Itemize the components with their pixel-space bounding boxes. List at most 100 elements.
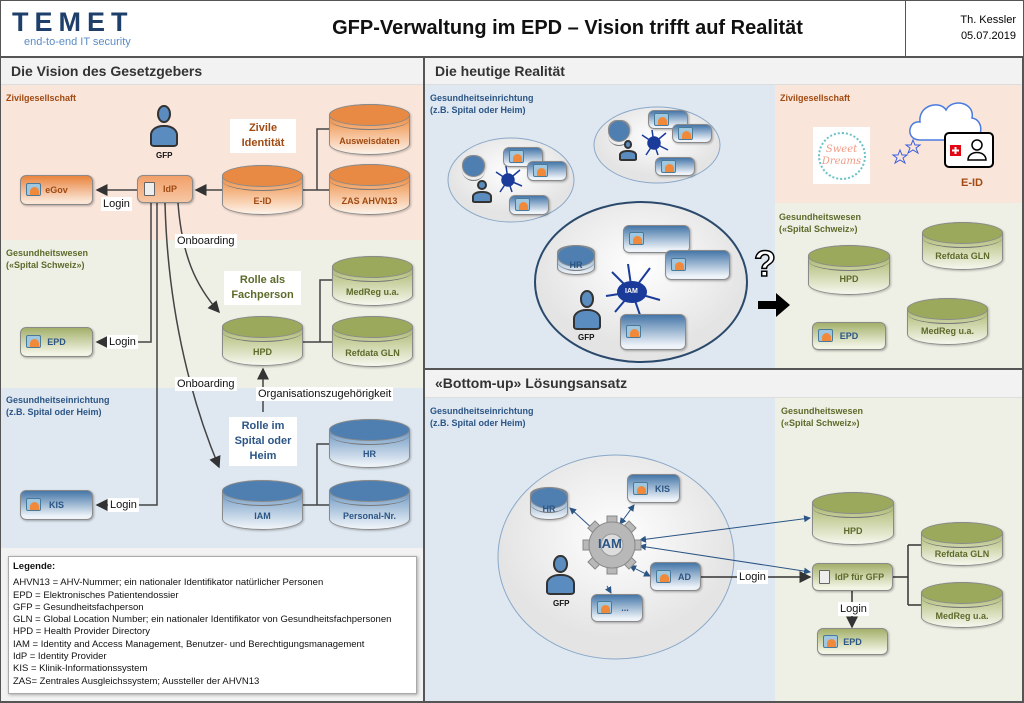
reality-civil-label: Zivilgesellschaft — [780, 93, 851, 103]
iam-gear-icon — [582, 515, 642, 575]
login-idp-epd — [95, 203, 152, 348]
kis-app: KIS — [20, 490, 93, 520]
hpd-database: HPD — [808, 245, 890, 295]
legend-item: ZAS= Zentrales Ausgleichssystem; Ausstel… — [13, 675, 260, 687]
egov-app: eGov — [20, 175, 93, 205]
logo-text: TEMET — [12, 7, 134, 37]
person-icon — [618, 140, 638, 161]
e-id-database: E-ID — [222, 165, 303, 215]
kis-app: KIS — [627, 474, 680, 503]
iam-idp-link — [639, 543, 811, 575]
legend-item: IdP = Identity Provider — [13, 651, 107, 663]
logo-tagline: end-to-end IT security — [24, 36, 131, 48]
kis-label: KIS — [48, 500, 64, 510]
other-app-label: ... — [621, 603, 629, 613]
app-database-box — [623, 225, 690, 253]
gfp-label: GFP — [553, 599, 570, 608]
sweet-dreams-image: Sweet Dreams — [813, 127, 870, 184]
e-id-label: E-ID — [961, 177, 983, 189]
login-label: Login — [107, 335, 138, 349]
e-id-card-icon — [944, 132, 994, 168]
login-idp-kis — [95, 203, 158, 511]
person-icon — [471, 180, 493, 203]
onboarding-label: Onboarding — [175, 234, 237, 248]
gfp-person-icon — [544, 555, 577, 595]
legend-item: IAM = Identity and Access Management, Be… — [13, 638, 365, 650]
refdata-database: Refdata GLN — [921, 522, 1003, 566]
legend-item: GLN = Global Location Number; ein nation… — [13, 614, 392, 626]
epd-label: EPD — [839, 331, 859, 341]
legend-item: HPD = Health Provider Directory — [13, 626, 151, 638]
org-membership-label: Organisationszugehörigkeit — [256, 387, 394, 401]
application-icon — [633, 481, 648, 495]
iam-gear-label: IAM — [598, 536, 622, 551]
temet-logo: TEMET end-to-end IT security — [12, 8, 182, 52]
application-icon — [26, 335, 41, 348]
legend-item: KIS = Klinik-Informationssystem — [13, 663, 148, 675]
black-arrow-icon — [758, 293, 790, 317]
eid-sources — [303, 128, 329, 191]
reality-panel — [424, 58, 1024, 370]
application-icon — [26, 183, 41, 196]
band-health-label: Gesundheitswesen («Spital Schweiz») — [6, 248, 89, 270]
bottomup-facility-label: Gesundheitseinrichtung (z.B. Spital oder… — [430, 406, 534, 428]
app-database-box — [620, 314, 686, 350]
kis-iam-link — [619, 504, 635, 525]
application-icon — [656, 569, 671, 583]
reality-facility-label: Gesundheitseinrichtung (z.B. Spital oder… — [430, 93, 534, 115]
epd-label: EPD — [843, 636, 862, 647]
sweet-dreams-text: Sweet Dreams — [817, 131, 866, 180]
vision-title: Die Vision des Gesetzgebers — [1, 58, 423, 85]
reality-health-label: Gesundheitswesen («Spital Schweiz») — [779, 212, 862, 234]
rolle-spital-label: Rolle im Spital oder Heim — [229, 417, 297, 466]
band-civil-label: Zivilgesellschaft — [6, 93, 77, 103]
medreg-database: MedReg u.a. — [921, 582, 1003, 628]
application-icon — [823, 634, 838, 648]
login-label: Login — [838, 602, 869, 616]
medreg-database: MedReg u.a. — [332, 256, 413, 306]
idp-label: IdP — [162, 184, 177, 194]
app-icon — [672, 124, 712, 143]
egov-label: eGov — [45, 185, 68, 195]
hpd-database: HPD — [812, 492, 894, 545]
idp-label: IdP für GFP — [834, 572, 885, 582]
application-icon — [26, 498, 41, 511]
onboarding-hpd — [177, 202, 220, 314]
ausweisdaten-database: Ausweisdaten — [329, 104, 410, 155]
database-icon — [608, 120, 630, 146]
app-database-box — [665, 250, 730, 280]
app-icon — [509, 195, 549, 215]
star-icon — [904, 138, 922, 155]
bottomup-health-label: Gesundheitswesen («Spital Schweiz») — [781, 406, 864, 428]
zivile-identitaet-label: Zivile Identität — [230, 119, 296, 153]
hr-database: HR — [557, 245, 595, 275]
author: Th. Kessler — [960, 14, 1016, 26]
legend-item: EPD = Elektronisches Patientendossier — [13, 589, 179, 601]
refdata-database: Refdata GLN — [332, 316, 413, 367]
refdata-database: Refdata GLN — [922, 222, 1003, 270]
hr-database: HR — [530, 487, 568, 520]
date: 05.07.2019 — [960, 30, 1016, 42]
epd-app: EPD — [20, 327, 93, 357]
component-icon — [819, 570, 830, 584]
iam-database: IAM — [222, 480, 303, 530]
gfp-label: GFP — [156, 151, 173, 160]
ad-label: AD — [678, 571, 691, 582]
component-icon — [144, 182, 155, 196]
rolle-fachperson-label: Rolle als Fachperson — [224, 271, 301, 305]
legend-item: AHVN13 = AHV-Nummer; ein nationaler Iden… — [13, 577, 324, 589]
epd-app: EPD — [817, 628, 888, 655]
zas-database: ZAS AHVN13 — [329, 164, 410, 215]
personal-nr-database: Personal-Nr. — [329, 480, 410, 530]
medreg-database: MedReg u.a. — [907, 298, 988, 345]
bottomup-title: «Bottom-up» Lösungsansatz — [425, 370, 1022, 398]
gfp-label: GFP — [578, 333, 595, 342]
login-label: Login — [101, 197, 132, 211]
idp-fuer-gfp-component: IdP für GFP — [812, 563, 893, 591]
band-facility-label: Gesundheitseinrichtung (z.B. Spital oder… — [6, 395, 110, 417]
database-icon — [462, 155, 485, 181]
app-icon — [655, 157, 695, 176]
onboarding-iam — [164, 202, 221, 469]
gfp-person-icon — [148, 105, 180, 147]
iam-splat-icon-main — [605, 263, 661, 316]
